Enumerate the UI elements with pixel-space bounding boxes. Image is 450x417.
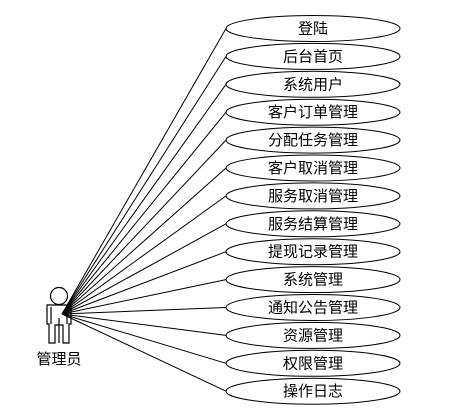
use-case-label: 服务取消管理 [268,187,358,205]
use-case-ellipse [225,182,401,210]
association-line [61,223,227,315]
use-case: 客户取消管理 [225,154,401,182]
use-case: 权限管理 [225,349,401,377]
use-case-ellipse [225,210,401,238]
use-case-ellipse [225,98,401,126]
use-case: 系统用户 [225,70,401,98]
association-line [61,279,227,315]
use-case-label: 权限管理 [283,354,343,372]
association-line [61,111,227,315]
use-case: 服务结算管理 [225,210,401,238]
use-case-label: 提现记录管理 [268,243,358,261]
use-case: 后台首页 [225,42,401,70]
use-case: 提现记录管理 [225,238,401,266]
use-case-ellipse [225,266,401,294]
stick-figure-actor-icon [46,286,72,344]
use-case: 分配任务管理 [225,126,401,154]
association-line [61,167,227,315]
use-case-ellipse [225,42,401,70]
use-case-ellipse [225,321,401,349]
use-case-label: 系统管理 [283,271,343,289]
use-case-ellipse [225,70,401,98]
use-case: 系统管理 [225,266,401,294]
use-case: 服务取消管理 [225,182,401,210]
association-line [61,313,227,336]
use-case-label: 后台首页 [283,47,343,65]
use-case-ellipse [225,126,401,154]
use-case: 客户订单管理 [225,98,401,126]
use-case-label: 系统用户 [283,75,343,93]
use-case: 通知公告管理 [225,294,401,321]
association-line [61,313,227,364]
use-case-label: 分配任务管理 [268,131,358,149]
use-case-label: 资源管理 [283,326,343,344]
association-line [61,28,227,315]
use-case-ellipse [225,154,401,182]
association-line [61,139,227,315]
use-case-label: 通知公告管理 [268,299,358,317]
use-case: 登陆 [225,15,401,42]
use-case-label: 登陆 [298,20,328,38]
use-case-label: 服务结算管理 [268,215,358,233]
use-case: 资源管理 [225,321,401,349]
association-line [61,84,227,315]
association-lines [61,28,227,392]
use-case: 操作日志 [225,377,401,405]
use-case-list: 登陆后台首页系统用户客户订单管理分配任务管理客户取消管理服务取消管理服务结算管理… [225,15,401,405]
association-line [61,313,227,392]
actor-label: 管理员 [36,350,81,368]
association-line [61,195,227,315]
use-case-ellipse [225,294,401,321]
use-case-ellipse [225,15,401,42]
use-case-ellipse [225,349,401,377]
association-line [61,251,227,315]
use-case-label: 客户订单管理 [268,103,358,121]
association-line [61,56,227,315]
use-case-ellipse [225,238,401,266]
use-case-label: 操作日志 [283,382,343,400]
use-case-label: 客户取消管理 [268,159,358,177]
actor-administrator: 管理员 [36,286,82,368]
use-case-ellipse [225,377,401,405]
association-line [61,307,227,315]
